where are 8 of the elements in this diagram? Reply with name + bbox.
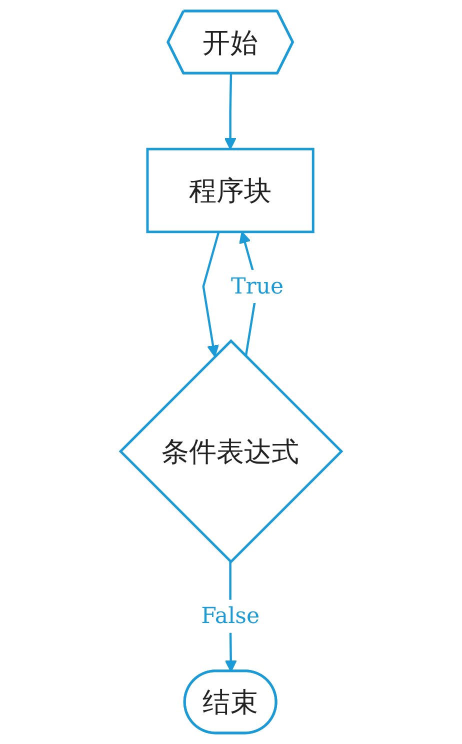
decision-diamond: 条件表达式 xyxy=(118,339,344,564)
edge-label: False xyxy=(201,600,260,633)
process-box: 程序块 xyxy=(146,148,314,234)
arrow xyxy=(202,232,220,357)
arrow xyxy=(224,74,236,150)
edge-label: True xyxy=(230,270,284,303)
start-hexagon: 开始 xyxy=(166,10,294,74)
end-terminal: 结束 xyxy=(183,670,278,734)
